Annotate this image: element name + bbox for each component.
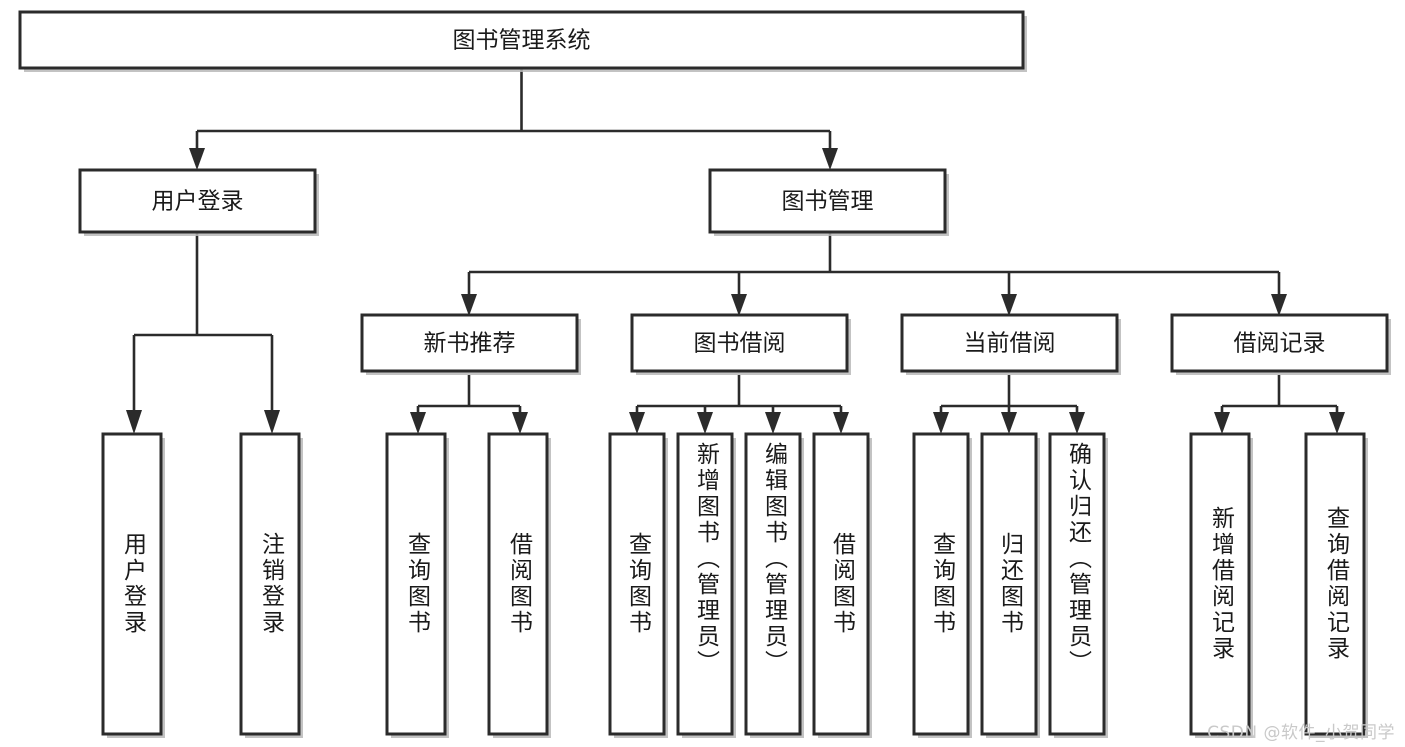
node-new-book-recommend[interactable] [360, 313, 579, 373]
leaf-node-logout[interactable] [239, 432, 301, 736]
csdn-watermark: CSDN @软件_小贺同学 [1207, 723, 1395, 743]
arrowhead-bookborrow-leaf3 [765, 412, 781, 434]
node-label-borrow-record: 借阅记录 [1234, 331, 1326, 357]
arrowhead-bookborrow-leaf2 [697, 412, 713, 434]
leaf-node-cb-confirm-return-admin[interactable] [1048, 432, 1106, 736]
leaf-node-bb-query-book[interactable] [608, 432, 666, 736]
arrowhead-borrowrecord-leaf1 [1214, 412, 1230, 434]
arrowhead-bookborrow [731, 294, 747, 316]
leaf-node-nb-borrow-book[interactable] [487, 432, 549, 736]
leaf-node-cb-query-book[interactable] [912, 432, 970, 736]
node-user-login[interactable] [78, 168, 317, 234]
arrowhead-currentborrow-leaf2 [1001, 412, 1017, 434]
arrowhead-newbook-leaf2 [512, 412, 528, 434]
arrowhead-currentborrow-leaf3 [1069, 412, 1085, 434]
leaf-node-nb-query-book[interactable] [385, 432, 447, 736]
leaf-node-bb-edit-book-admin[interactable] [744, 432, 802, 736]
arrowhead-borrowrecord-leaf2 [1329, 412, 1345, 434]
node-book-management[interactable] [708, 168, 947, 234]
arrowhead-borrowrecord [1271, 294, 1287, 316]
leaf-node-br-add-record[interactable] [1189, 432, 1251, 736]
arrowhead-currentborrow-leaf1 [933, 412, 949, 434]
node-current-borrow[interactable] [900, 313, 1119, 373]
leaf-node-bb-add-book-admin[interactable] [676, 432, 734, 736]
node-label-new-book-recommend: 新书推荐 [424, 331, 516, 357]
node-book-borrow[interactable] [630, 313, 849, 373]
arrowhead-newbook-leaf1 [410, 412, 426, 434]
node-label-book-management: 图书管理 [782, 189, 874, 215]
arrowhead-newbook [461, 294, 477, 316]
arrowhead-bookborrow-leaf4 [833, 412, 849, 434]
node-label-user-login: 用户登录 [152, 189, 244, 215]
leaf-node-bb-borrow-book[interactable] [812, 432, 870, 736]
arrowhead-currentborrow [1001, 294, 1017, 316]
node-layer: 图书管理系统 用户登录 图书管理 新书推荐 图书借阅 当前借阅 借阅记录 [18, 10, 1391, 738]
arrowhead-user-login [189, 148, 205, 170]
arrowhead-book-manage [822, 148, 838, 170]
node-label-root: 图书管理系统 [453, 28, 591, 54]
node-borrow-record[interactable] [1170, 313, 1389, 373]
arrowhead-leaf-user-login [126, 410, 142, 434]
leaf-node-cb-return-book[interactable] [980, 432, 1038, 736]
leaf-node-br-query-record[interactable] [1304, 432, 1366, 736]
arrowhead-leaf-logout [264, 410, 280, 434]
node-book-management-system[interactable] [18, 10, 1025, 70]
leaf-node-user-login[interactable] [101, 432, 163, 736]
node-label-current-borrow: 当前借阅 [964, 331, 1056, 357]
node-label-book-borrow: 图书借阅 [694, 331, 786, 357]
connector-layer [126, 68, 1345, 434]
arrowhead-bookborrow-leaf1 [629, 412, 645, 434]
